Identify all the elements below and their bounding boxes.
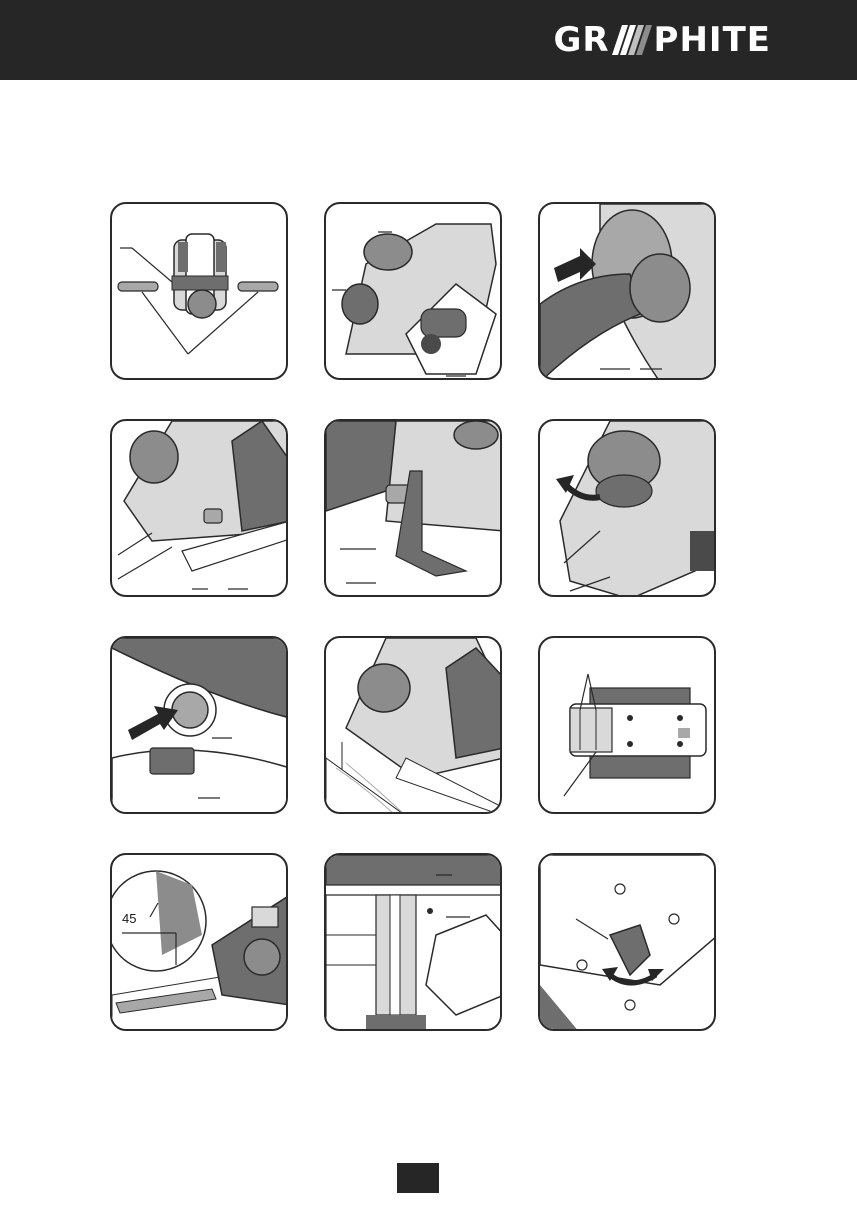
brand-text-right: PHITE: [654, 22, 771, 58]
drum-underside-illustration: [540, 638, 716, 814]
panel-depth-knob: [538, 419, 716, 597]
planing-edge-illustration: [326, 638, 502, 814]
panel-chip-lever: [538, 853, 716, 1031]
brand-logo: GR PHITE: [553, 22, 771, 58]
page-number-tab: [397, 1163, 439, 1193]
lock-button-illustration: [112, 638, 288, 814]
depth-knob-illustration: [540, 421, 716, 597]
panel-planer-side: [324, 202, 502, 380]
panel-parallel-guide: [110, 419, 288, 597]
panel-blade-holder: [110, 202, 288, 380]
panel-planing-edge: [324, 636, 502, 814]
planer-side-illustration: [326, 204, 502, 380]
dust-adapter-illustration: [540, 204, 716, 380]
blade-replacement-illustration: [326, 855, 502, 1031]
chamfer-angle-illustration: [112, 855, 288, 1031]
brand-text-left: GR: [553, 22, 609, 58]
panel-depth-bracket: [324, 419, 502, 597]
panel-drum-underside: [538, 636, 716, 814]
depth-bracket-illustration: [326, 421, 502, 597]
header-bar: GR PHITE: [0, 0, 857, 80]
panel-dust-adapter: [538, 202, 716, 380]
chip-lever-illustration: [540, 855, 716, 1031]
panel-chamfer-angle: 45: [110, 853, 288, 1031]
panel-blade-replacement: [324, 853, 502, 1031]
blade-holder-illustration: [112, 204, 288, 380]
brand-a-icon: [612, 25, 652, 55]
parallel-guide-illustration: [112, 421, 288, 597]
panel-lock-button: [110, 636, 288, 814]
angle-label: 45: [122, 911, 136, 926]
